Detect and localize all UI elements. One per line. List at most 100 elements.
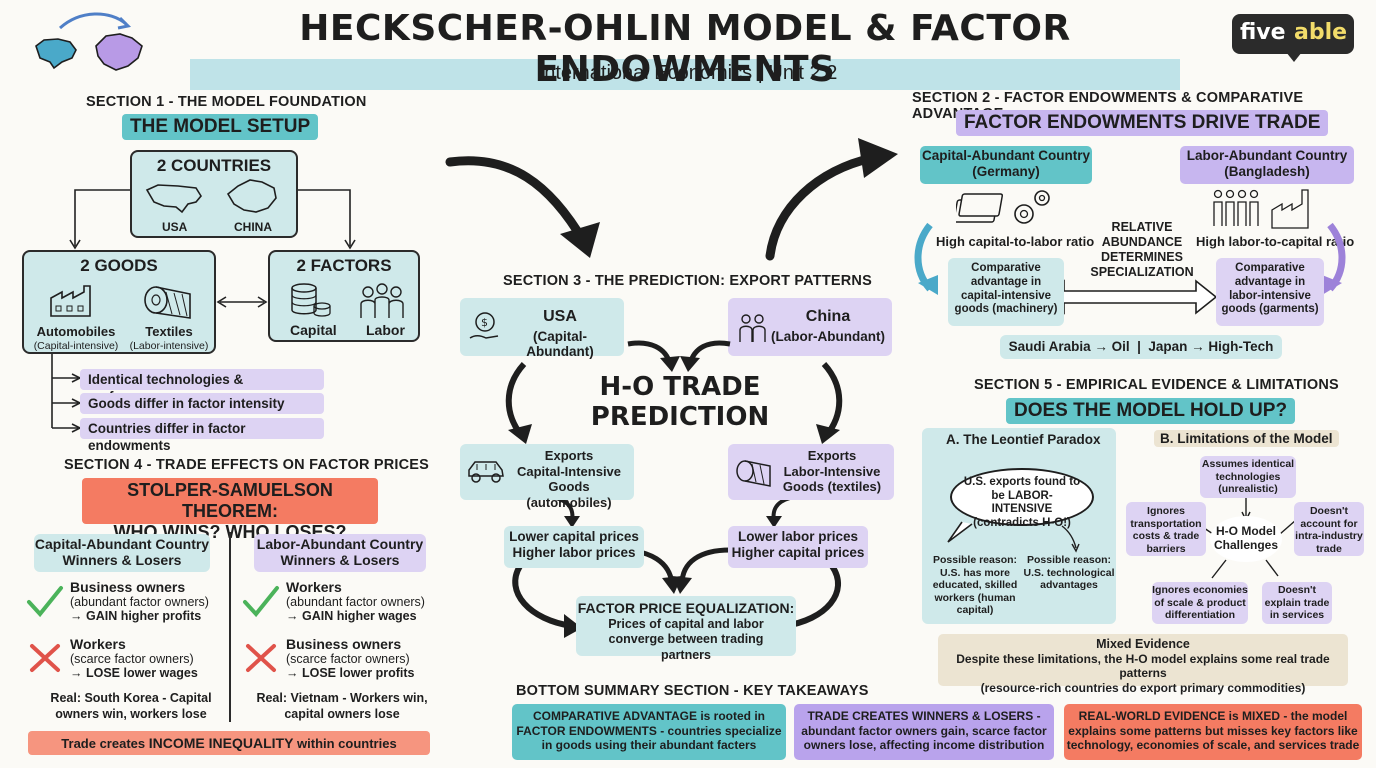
cap-loser-group: Workers: [70, 636, 126, 652]
summary-card-evidence: REAL-WORLD EVIDENCE is MIXED - the model…: [1064, 704, 1362, 760]
lab-real-line2: capital owners lose: [284, 706, 400, 721]
china-card-title: China: [805, 308, 851, 325]
footer-text-a: Trade creates: [61, 736, 149, 751]
good-textiles-note: (Labor-intensive): [129, 340, 209, 352]
lab-advantage-card: Comparative advantage in labor-intensive…: [1216, 258, 1324, 326]
summary-card2-line1: TRADE CREATES WINNERS & LOSERS -: [807, 709, 1041, 723]
lab-real-example: Real: Vietnam - Workers win, capital own…: [244, 691, 440, 722]
good-textiles-label: Textiles: [145, 324, 193, 339]
workers-factory-icon: [1213, 189, 1309, 229]
cap-real-line1: Real: South Korea - Capital: [50, 691, 212, 705]
cap-winner-group: Business owners: [70, 579, 186, 595]
cap-country-title: Capital-Abundant Country: [922, 148, 1090, 163]
fabric-roll-icon: [736, 460, 771, 487]
china-card: China (Labor-Abundant): [728, 298, 892, 356]
lab-winner-group: Workers: [286, 579, 342, 595]
section3-arrows: [505, 340, 843, 638]
section2-banner: FACTOR ENDOWMENTS DRIVE TRADE: [956, 110, 1329, 136]
limit-economies-scale: Ignores economies of scale & product dif…: [1152, 582, 1248, 624]
big-curved-arrows: [445, 138, 898, 261]
china-card-note: (Labor-Abundant): [771, 329, 885, 344]
country-china-label: CHINA: [234, 220, 272, 234]
lab-country-card: Labor-Abundant Country (Bangladesh): [1180, 146, 1354, 184]
check-icon: [27, 586, 63, 618]
summary-card1-line2: FACTOR ENDOWMENTS - countries specialize: [516, 723, 782, 738]
lab-winner-note: (abundant factor owners): [286, 595, 425, 609]
china-prices-line1: Lower labor prices: [737, 529, 859, 544]
cap-ratio-text: High capital-to-labor ratio: [936, 234, 1095, 249]
summary-card1-line1: COMPARATIVE ADVANTAGE is rooted in: [532, 709, 765, 723]
cross-icon: [246, 644, 276, 672]
china-exports-line3: Goods (textiles): [782, 479, 882, 495]
logo-text-five: five: [1240, 20, 1286, 45]
fpe-card: FACTOR PRICE EQUALIZATION: Prices of cap…: [576, 596, 796, 662]
logo-tail: [1286, 52, 1302, 62]
lab-loser-note: (scarce factor owners): [286, 652, 410, 666]
usa-exports-line2: Capital-Intensive: [516, 463, 622, 479]
factor-capital-label: Capital: [290, 322, 337, 338]
cap-country-card: Capital-Abundant Country (Germany): [920, 146, 1092, 184]
mixed-evidence-line2: (resource-rich countries do export prima…: [980, 680, 1306, 695]
cap-country-winners-title: Capital-Abundant Country Winners & Loser…: [34, 534, 210, 572]
ho-prediction-line1: H-O TRADE: [599, 372, 761, 402]
fpe-title: FACTOR PRICE EQUALIZATION:: [577, 600, 795, 616]
usa-card: $ USA (Capital-Abundant): [460, 298, 624, 359]
cap-country-name: (Germany): [972, 164, 1040, 180]
section1-connectors: [51, 189, 356, 433]
mixed-evidence-card: Mixed Evidence Despite these limitations…: [938, 634, 1348, 695]
summary-card-comparative: COMPARATIVE ADVANTAGE is rooted in FACTO…: [512, 704, 786, 760]
china-prices-line2: Higher capital prices: [731, 545, 865, 561]
china-exports-card: Exports Labor-Intensive Goods (textiles): [728, 444, 894, 500]
goods-box: 2 GOODS Automobiles (Capital-intensive) …: [22, 250, 216, 354]
usa-card-note: (Capital-Abundant): [526, 329, 594, 359]
good-automobiles-note: (Capital-intensive): [33, 340, 119, 352]
header: HECKSCHER-OHLIN MODEL & FACTOR ENDOWMENT…: [0, 0, 1376, 92]
factory-icon: [50, 285, 91, 317]
lab-ratio-text: High labor-to-capital ratio: [1196, 234, 1355, 249]
leontief-title: A. The Leontief Paradox: [946, 432, 1101, 447]
limitations-spokes: [1197, 498, 1297, 579]
check-icon: [243, 586, 279, 618]
summary-heading: BOTTOM SUMMARY SECTION - KEY TAKEAWAYS: [516, 683, 869, 699]
limitations-title: B. Limitations of the Model: [1154, 430, 1339, 447]
bubble-tail: [947, 521, 973, 543]
assumption-item: Countries differ in factor endowments: [80, 418, 324, 453]
summary-card3-line1: REAL-WORLD EVIDENCE is MIXED - the model: [1078, 709, 1348, 723]
relative-abundance-text: RELATIVE ABUNDANCE DETERMINES SPECIALIZA…: [1090, 220, 1194, 279]
cap-winner-effect: → GAIN higher profits: [70, 609, 202, 623]
svg-text:$: $: [481, 316, 488, 329]
summary-card3-line3: technology, economies of scale, and serv…: [1066, 738, 1360, 753]
china-exports-line2: Labor-Intensive: [783, 463, 881, 479]
cap-real-example: Real: South Korea - Capital owners win, …: [38, 691, 224, 722]
car-icon: [468, 461, 504, 483]
countries-box: 2 COUNTRIES USA CHINA: [130, 150, 298, 238]
ho-prediction-title: H-O TRADE PREDICTION: [580, 372, 780, 432]
cross-icon: [30, 644, 60, 672]
usa-card-title: USA: [543, 308, 577, 325]
usa-prices-line1: Lower capital prices: [509, 529, 639, 544]
usa-prices-line2: Higher labor prices: [512, 545, 636, 561]
section1-banner: THE MODEL SETUP: [122, 114, 319, 140]
summary-card2-line3: owners lose, affecting income distributi…: [803, 738, 1045, 753]
reason-technology: Possible reason: U.S. technological adva…: [1023, 554, 1115, 592]
lab-country-winners-title: Labor-Abundant Country Winners & Losers: [254, 534, 426, 572]
china-prices-card: Lower labor prices Higher capital prices: [728, 526, 868, 568]
reason-human-capital: Possible reason: U.S. has more educated,…: [932, 554, 1018, 617]
coins-icon: [291, 283, 331, 317]
cap-real-line2: owners win, workers lose: [55, 706, 207, 721]
world-map-icon: [35, 12, 143, 71]
logo-text-able: able: [1294, 20, 1348, 45]
usa-exports-line3: Goods (automobiles): [526, 479, 612, 510]
income-inequality-footer: Trade creates INCOME INEQUALITY within c…: [28, 731, 430, 755]
lab-country-title: Labor-Abundant Country: [1186, 148, 1348, 163]
lab-country-name: (Bangladesh): [1224, 164, 1310, 180]
countries-title: 2 COUNTRIES: [156, 156, 272, 175]
page-title: HECKSCHER-OHLIN MODEL & FACTOR ENDOWMENT…: [190, 8, 1180, 90]
cap-winners-text: Business owners (abundant factor owners)…: [70, 579, 209, 623]
section1-heading: SECTION 1 - THE MODEL FOUNDATION: [86, 94, 367, 110]
good-automobiles-label: Automobiles: [36, 324, 116, 339]
leontief-bubble: U.S. exports found to be LABOR-INTENSIVE…: [950, 468, 1094, 529]
goods-title: 2 GOODS: [80, 256, 158, 275]
usa-exports-line1: Exports: [544, 448, 594, 463]
usa-exports-card: Exports Capital-Intensive Goods (automob…: [460, 444, 634, 510]
